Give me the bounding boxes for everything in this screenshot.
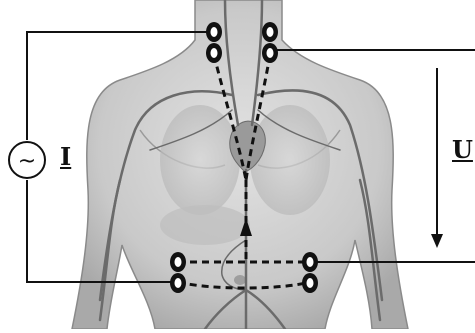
electrode-waist-right-lower bbox=[302, 273, 318, 293]
voltage-arrow-head bbox=[431, 234, 443, 248]
electrode-waist-right-upper bbox=[302, 252, 318, 272]
ac-source: ~ bbox=[9, 142, 45, 178]
right-lung bbox=[250, 105, 330, 215]
electrode-waist-left-lower bbox=[170, 273, 186, 293]
liver bbox=[160, 205, 250, 245]
electrode-neck-right-upper bbox=[262, 22, 278, 42]
voltage-label: U bbox=[452, 138, 473, 162]
electrode-waist-left-upper bbox=[170, 252, 186, 272]
electrode-neck-right-lower bbox=[262, 43, 278, 63]
current-label: I bbox=[60, 145, 71, 169]
navel bbox=[234, 275, 246, 285]
electrode-neck-left-upper bbox=[206, 22, 222, 42]
left-lung bbox=[160, 105, 240, 215]
electrode-neck-left-lower bbox=[206, 43, 222, 63]
ac-source-glyph: ~ bbox=[18, 149, 36, 174]
